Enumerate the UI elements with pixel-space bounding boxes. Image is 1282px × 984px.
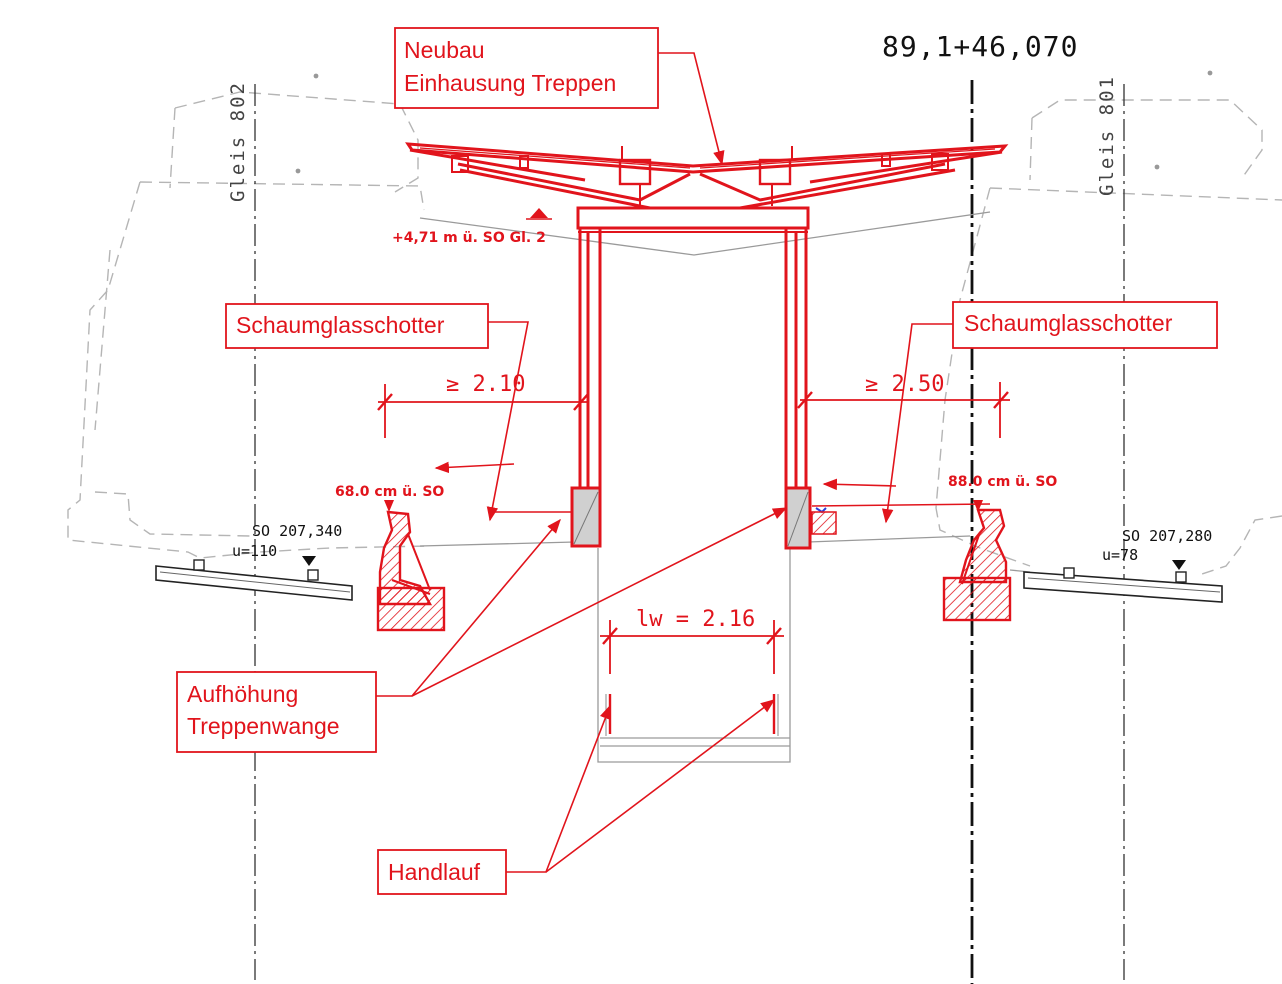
- portal-frame: [576, 206, 810, 490]
- roof-level-label: +4,71 m ü. SO Gl. 2: [392, 230, 546, 246]
- left-track-label: Gleis 802: [227, 81, 249, 202]
- left-wall-level-label: 68.0 cm ü. SO: [335, 484, 444, 500]
- left-clearance-gauge-outline: [67, 73, 431, 559]
- right-stringer-hatch: [787, 491, 809, 547]
- left-clearance-value: ≥ 2.10: [446, 372, 525, 397]
- left-stringer-hatch: [573, 491, 599, 545]
- dimension-left-clearance: [377, 384, 589, 438]
- callout-aufhoehung-line1: Aufhöhung: [187, 681, 298, 707]
- roof-canopy: [405, 142, 1009, 210]
- callout-handlauf: Handlauf: [377, 849, 507, 895]
- right-wall-level-label: 88.0 cm ü. SO: [948, 474, 1057, 490]
- callout-neubau: Neubau Einhausung Treppen: [394, 27, 659, 109]
- callout-aufhoehung-line2: Treppenwange: [187, 713, 340, 739]
- left-platform-edge: [376, 500, 446, 632]
- right-platform-edge: [942, 500, 1012, 622]
- roof-level-marker: [526, 208, 552, 220]
- ground-lines: [419, 211, 1031, 763]
- callout-schaum-right-text: Schaumglasschotter: [964, 310, 1173, 336]
- drain-element: [811, 507, 837, 535]
- handrails: [605, 694, 779, 736]
- right-rail-cant: u=78: [1102, 546, 1138, 564]
- left-track-sleeper: [155, 556, 353, 601]
- dimension-right-clearance: [797, 382, 1010, 438]
- right-rail-so: SO 207,280: [1122, 527, 1212, 545]
- callout-neubau-line2: Einhausung Treppen: [404, 70, 616, 96]
- right-track-label: Gleis 801: [1096, 75, 1118, 196]
- callout-aufhoehung: Aufhöhung Treppenwange: [176, 671, 377, 753]
- leader-lines: [376, 52, 991, 873]
- station-label: 89,1+46,070: [882, 30, 1078, 63]
- callout-schaum-left: Schaumglasschotter: [225, 303, 489, 349]
- left-rail-so: SO 207,340: [252, 522, 342, 540]
- callout-handlauf-text: Handlauf: [388, 859, 481, 885]
- callout-neubau-line1: Neubau: [404, 37, 485, 63]
- right-track-sleeper: [1023, 560, 1223, 603]
- stair-width-value: lw = 2.16: [636, 607, 755, 632]
- callout-schaum-right: Schaumglasschotter: [952, 301, 1218, 349]
- dimension-stair-width: [600, 620, 784, 674]
- left-rail-cant: u=110: [232, 542, 277, 560]
- callout-schaum-left-text: Schaumglasschotter: [236, 312, 445, 338]
